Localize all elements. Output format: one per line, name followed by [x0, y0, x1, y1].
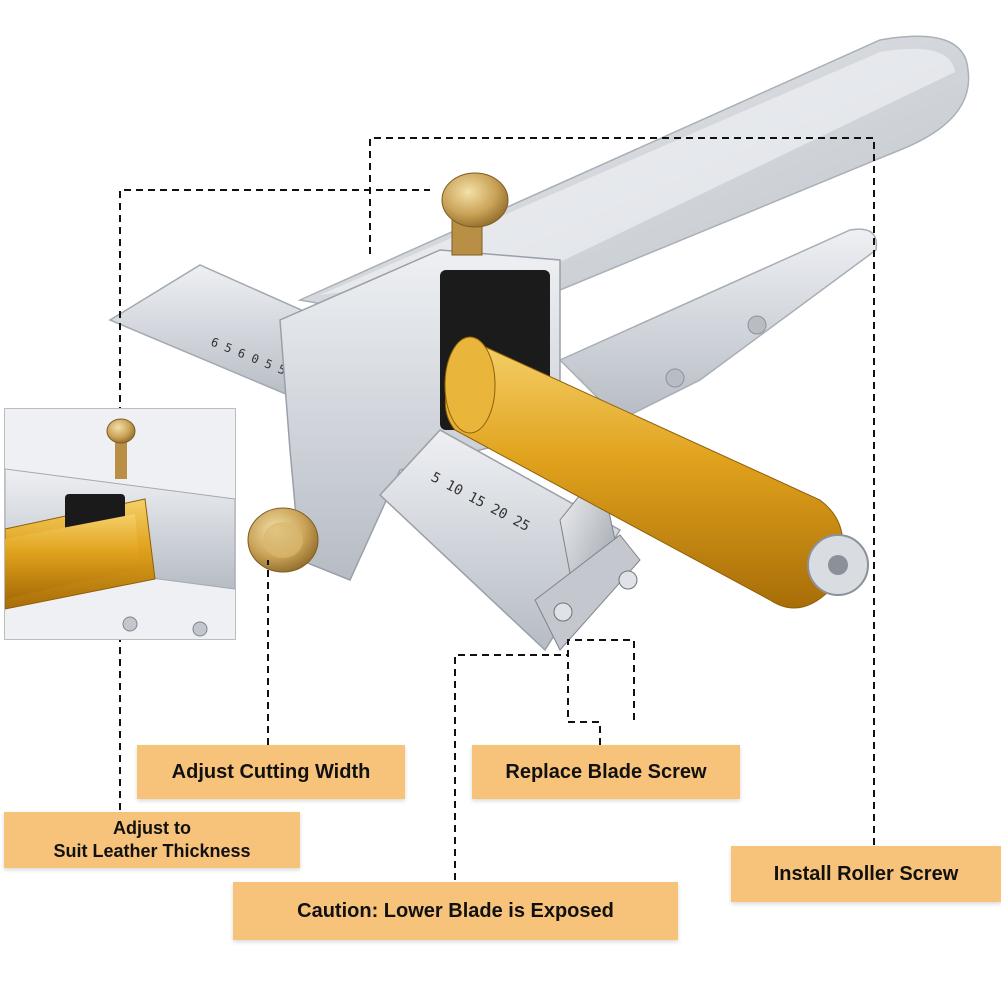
leader-install-roller	[369, 137, 875, 845]
arm-screw-1	[747, 315, 767, 335]
label-replace-blade-screw-text: Replace Blade Screw	[505, 761, 707, 783]
label-caution-lower-blade: Caution: Lower Blade is Exposed	[233, 882, 678, 940]
blade-screw-2	[618, 570, 638, 590]
top-brass-knob-icon[interactable]	[441, 172, 509, 256]
cutter-lower-arm	[558, 228, 878, 421]
label-adjust-cutting-width-text: Adjust Cutting Width	[171, 761, 371, 783]
leader-caution	[454, 654, 567, 880]
blade-screw-1	[553, 602, 573, 622]
side-brass-knob-icon[interactable]	[247, 507, 319, 573]
label-caution-lower-blade-text: Caution: Lower Blade is Exposed	[297, 900, 614, 922]
arm-screw-2	[665, 368, 685, 388]
label-adjust-thickness-line2: Suit Leather Thickness	[53, 841, 251, 861]
label-adjust-thickness-line1: Adjust to	[113, 817, 191, 838]
label-install-roller-screw-text: Install Roller Screw	[773, 863, 959, 885]
inset-closeup	[4, 408, 236, 640]
gold-roller-icon	[444, 336, 844, 609]
label-adjust-thickness: Adjust to Suit Leather Thickness	[4, 812, 300, 868]
label-replace-blade-screw: Replace Blade Screw	[472, 745, 740, 799]
inset-brass-knob-icon	[106, 418, 136, 479]
label-adjust-cutting-width: Adjust Cutting Width	[137, 745, 405, 799]
label-install-roller-screw: Install Roller Screw	[731, 846, 1001, 902]
leader-replace-screw	[567, 639, 635, 745]
